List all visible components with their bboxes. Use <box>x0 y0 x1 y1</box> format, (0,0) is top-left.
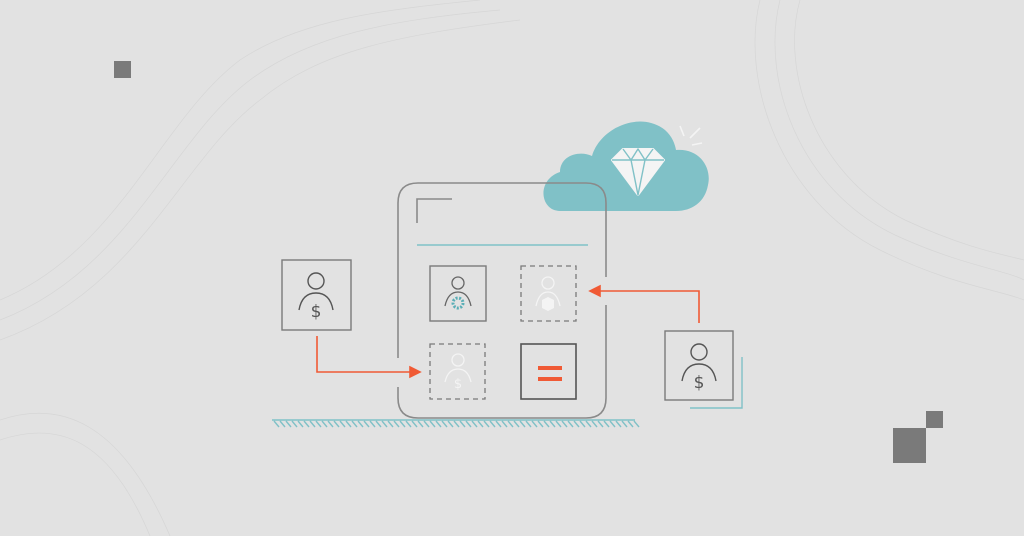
arrow-left-to-card <box>316 336 422 379</box>
ground-line <box>272 419 640 428</box>
diamond-icon <box>611 148 665 196</box>
svg-text:$: $ <box>311 302 322 322</box>
sparkle-icon <box>679 125 703 146</box>
decor-square-large <box>893 428 926 463</box>
tile-user-box <box>520 265 577 322</box>
svg-text:$: $ <box>694 373 705 393</box>
tile-user-dollar-dashed: $ <box>429 343 486 400</box>
decor-square-top-left <box>114 61 131 78</box>
equals-icon <box>538 366 562 370</box>
user-dollar-right: $ <box>664 330 743 409</box>
decor-square-small <box>926 411 943 428</box>
user-dollar-left: $ <box>281 259 352 331</box>
svg-text:$: $ <box>454 377 462 392</box>
corner-bracket <box>416 198 452 223</box>
gear-icon <box>451 296 465 310</box>
teal-corner <box>690 357 743 409</box>
box-icon <box>542 297 554 311</box>
arrow-right-to-card <box>588 284 700 323</box>
tile-user-gear <box>429 265 487 322</box>
document-card <box>397 182 607 419</box>
tile-equals <box>520 343 577 400</box>
